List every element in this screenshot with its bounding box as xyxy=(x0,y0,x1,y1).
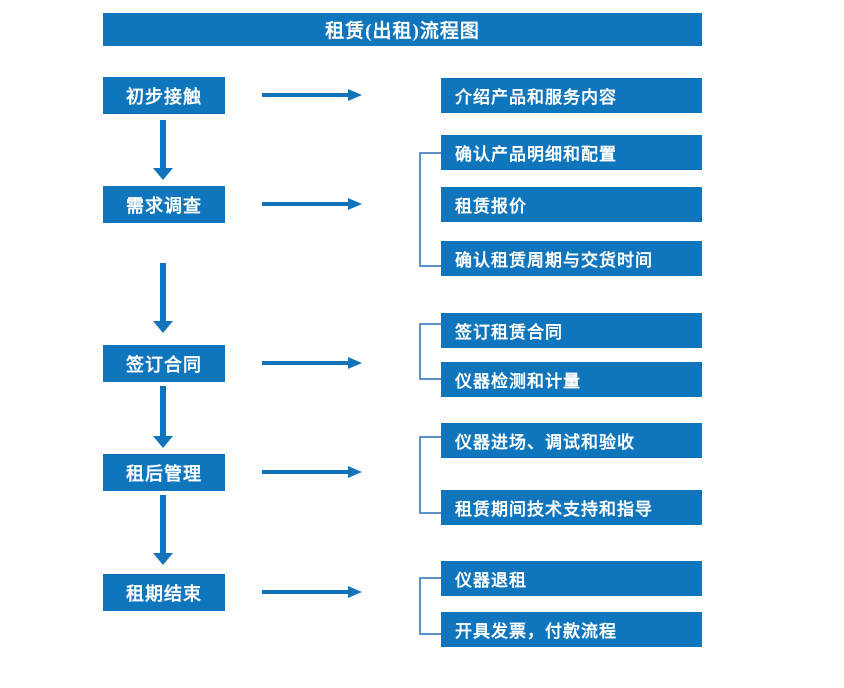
arrow-shaft xyxy=(160,386,166,436)
arrow-down-stage-3-to-4 xyxy=(151,386,175,448)
arrow-shaft xyxy=(262,590,350,594)
arrow-head xyxy=(153,553,173,565)
arrow-head xyxy=(348,466,362,478)
bracket-connector-stage-2 xyxy=(419,152,441,267)
arrow-shaft xyxy=(262,202,350,206)
detail-box-租赁期间技术支持和指导[interactable]: 租赁期间技术支持和指导 xyxy=(441,490,702,525)
detail-box-开具发票付款流程[interactable]: 开具发票，付款流程 xyxy=(441,612,702,647)
arrow-head xyxy=(348,357,362,369)
arrow-right-stage-4 xyxy=(262,466,362,478)
stage-box-签订合同[interactable]: 签订合同 xyxy=(103,345,225,382)
bracket-connector-stage-3 xyxy=(419,323,441,380)
arrow-shaft xyxy=(262,93,350,97)
detail-box-介绍产品和服务内容[interactable]: 介绍产品和服务内容 xyxy=(441,78,702,113)
arrow-shaft xyxy=(262,470,350,474)
arrow-shaft xyxy=(160,495,166,553)
stage-box-需求调查[interactable]: 需求调查 xyxy=(103,186,225,223)
arrow-head xyxy=(153,321,173,333)
detail-box-仪器退租[interactable]: 仪器退租 xyxy=(441,561,702,596)
arrow-down-stage-2-to-3 xyxy=(151,263,175,335)
arrow-down-stage-4-to-5 xyxy=(151,495,175,567)
detail-box-签订租赁合同[interactable]: 签订租赁合同 xyxy=(441,313,702,348)
stage-box-初步接触[interactable]: 初步接触 xyxy=(103,77,225,114)
arrow-shaft xyxy=(262,361,350,365)
detail-box-租赁报价[interactable]: 租赁报价 xyxy=(441,187,702,222)
arrow-shaft xyxy=(160,263,166,321)
arrow-right-stage-5 xyxy=(262,586,362,598)
detail-box-仪器进场调试和验收[interactable]: 仪器进场、调试和验收 xyxy=(441,423,702,458)
arrow-head xyxy=(348,89,362,101)
arrow-head xyxy=(348,586,362,598)
arrow-right-stage-2 xyxy=(262,198,362,210)
arrow-right-stage-3 xyxy=(262,357,362,369)
stage-box-租期结束[interactable]: 租期结束 xyxy=(103,574,225,611)
bracket-connector-stage-5 xyxy=(419,577,441,635)
bracket-connector-stage-4 xyxy=(419,436,441,514)
arrow-head xyxy=(348,198,362,210)
detail-box-仪器检测和计量[interactable]: 仪器检测和计量 xyxy=(441,362,702,397)
arrow-head xyxy=(153,168,173,180)
arrow-head xyxy=(153,436,173,448)
stage-box-租后管理[interactable]: 租后管理 xyxy=(103,454,225,491)
detail-box-确认产品明细和配置[interactable]: 确认产品明细和配置 xyxy=(441,135,702,170)
arrow-shaft xyxy=(160,120,166,168)
flowchart-title: 租赁(出租)流程图 xyxy=(103,13,702,46)
arrow-right-stage-1 xyxy=(262,89,362,101)
detail-box-确认租赁周期与交货时间[interactable]: 确认租赁周期与交货时间 xyxy=(441,241,702,276)
arrow-down-stage-1-to-2 xyxy=(151,120,175,180)
